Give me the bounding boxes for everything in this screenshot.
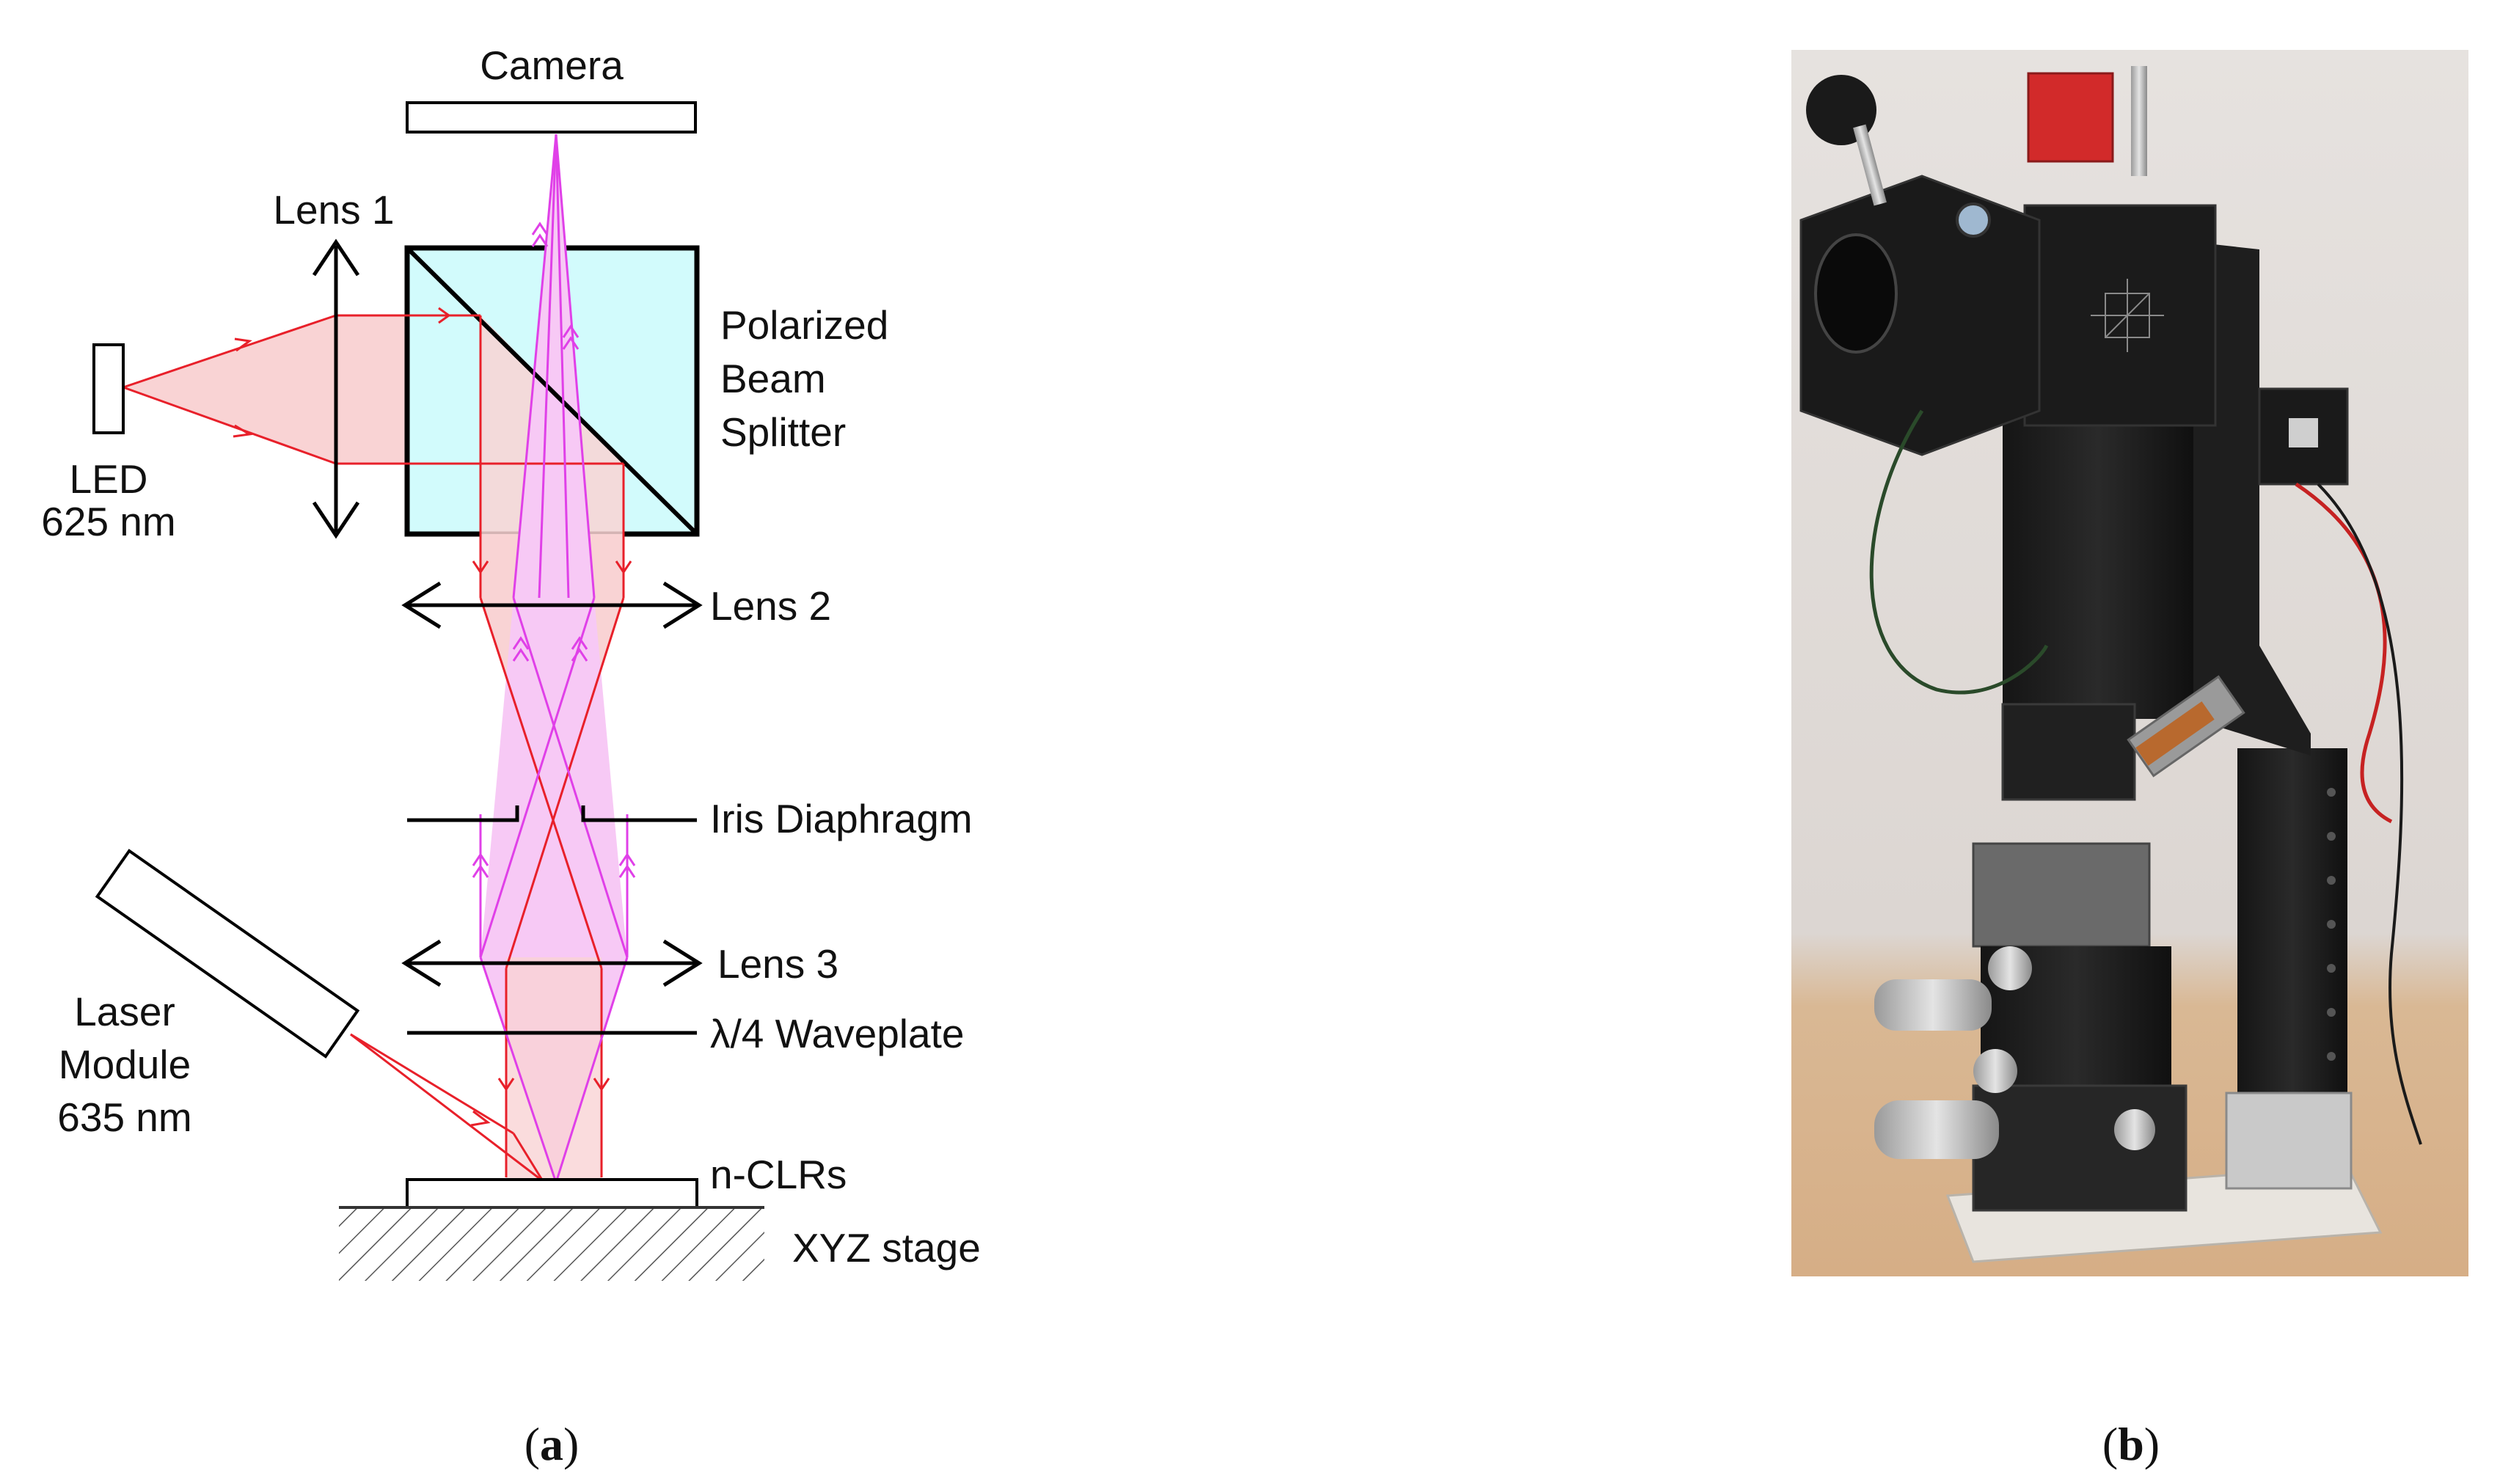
label-waveplate: λ/4 Waveplate [710, 1011, 964, 1056]
lens-1 [312, 238, 360, 539]
stage-lower-block [1972, 1084, 2187, 1212]
stage-knob-3 [2114, 1109, 2155, 1150]
laser-body-photo [2135, 701, 2215, 766]
camera-beam-fill-lower [480, 598, 627, 957]
label-laser-1: Laser [74, 989, 175, 1034]
label-laser-3: 635 nm [57, 1094, 191, 1140]
top-pin [2131, 66, 2147, 176]
upper-column [2003, 411, 2193, 719]
caption-b: (b) [2102, 1418, 2160, 1470]
housing-marks [2091, 279, 2164, 352]
label-led-wavelength: 625 nm [41, 499, 175, 544]
label-pbs-3: Splitter [720, 409, 846, 455]
optical-diagram: Camera Lens 1 LED 625 nm Polarized Beam … [41, 43, 981, 1470]
cable-green [1869, 409, 2049, 695]
side-screw [1956, 202, 1991, 238]
label-pbs-2: Beam [720, 356, 826, 401]
camera-beam-fill [513, 134, 594, 598]
label-lens-1: Lens 1 [273, 187, 394, 233]
side-frame [2193, 242, 2311, 756]
caption-a: (a) [525, 1418, 580, 1470]
label-lens-2: Lens 2 [710, 583, 831, 629]
lens-2 [401, 581, 703, 629]
label-sample: n-CLRs [710, 1152, 847, 1197]
label-led: LED [70, 456, 148, 502]
label-camera: Camera [480, 43, 624, 88]
led-source [92, 343, 125, 434]
laser-rays [350, 1033, 544, 1183]
red-connector [2027, 72, 2114, 163]
cable-black [2317, 483, 2422, 1145]
label-stage: XYZ stage [792, 1225, 981, 1271]
sample-slide [406, 1178, 698, 1209]
iris-diaphragm [407, 805, 697, 822]
led-rays [123, 307, 632, 1177]
objective-mount [2001, 703, 2136, 801]
camera-rays [472, 134, 636, 1183]
stage-knob-2 [1973, 1049, 2017, 1093]
stage-top-block [1972, 842, 2151, 948]
micrometer-upper [1874, 979, 1992, 1031]
rail-bracket [2225, 1092, 2353, 1190]
cable-red [2295, 482, 2393, 824]
lens-3 [401, 939, 703, 987]
knob-screw [1853, 124, 1887, 206]
label-pbs-1: Polarized [720, 302, 888, 348]
stage-knob-1 [1988, 946, 2032, 990]
label-iris: Iris Diaphragm [710, 796, 973, 841]
setup-photo: (b) [1791, 50, 2468, 1470]
micrometer-lower [1874, 1100, 1999, 1159]
label-laser-2: Module [59, 1042, 191, 1087]
label-lens-3: Lens 3 [717, 941, 838, 987]
led-beam-fill [123, 315, 336, 464]
laser-module [95, 849, 360, 1059]
usb-port [2289, 418, 2318, 447]
xyz-stage [339, 1207, 764, 1281]
splitting-surface [405, 246, 699, 536]
camera-sensor [406, 101, 697, 134]
led-lens-aperture [1814, 233, 1898, 354]
laser-spot-fill [506, 957, 602, 1179]
